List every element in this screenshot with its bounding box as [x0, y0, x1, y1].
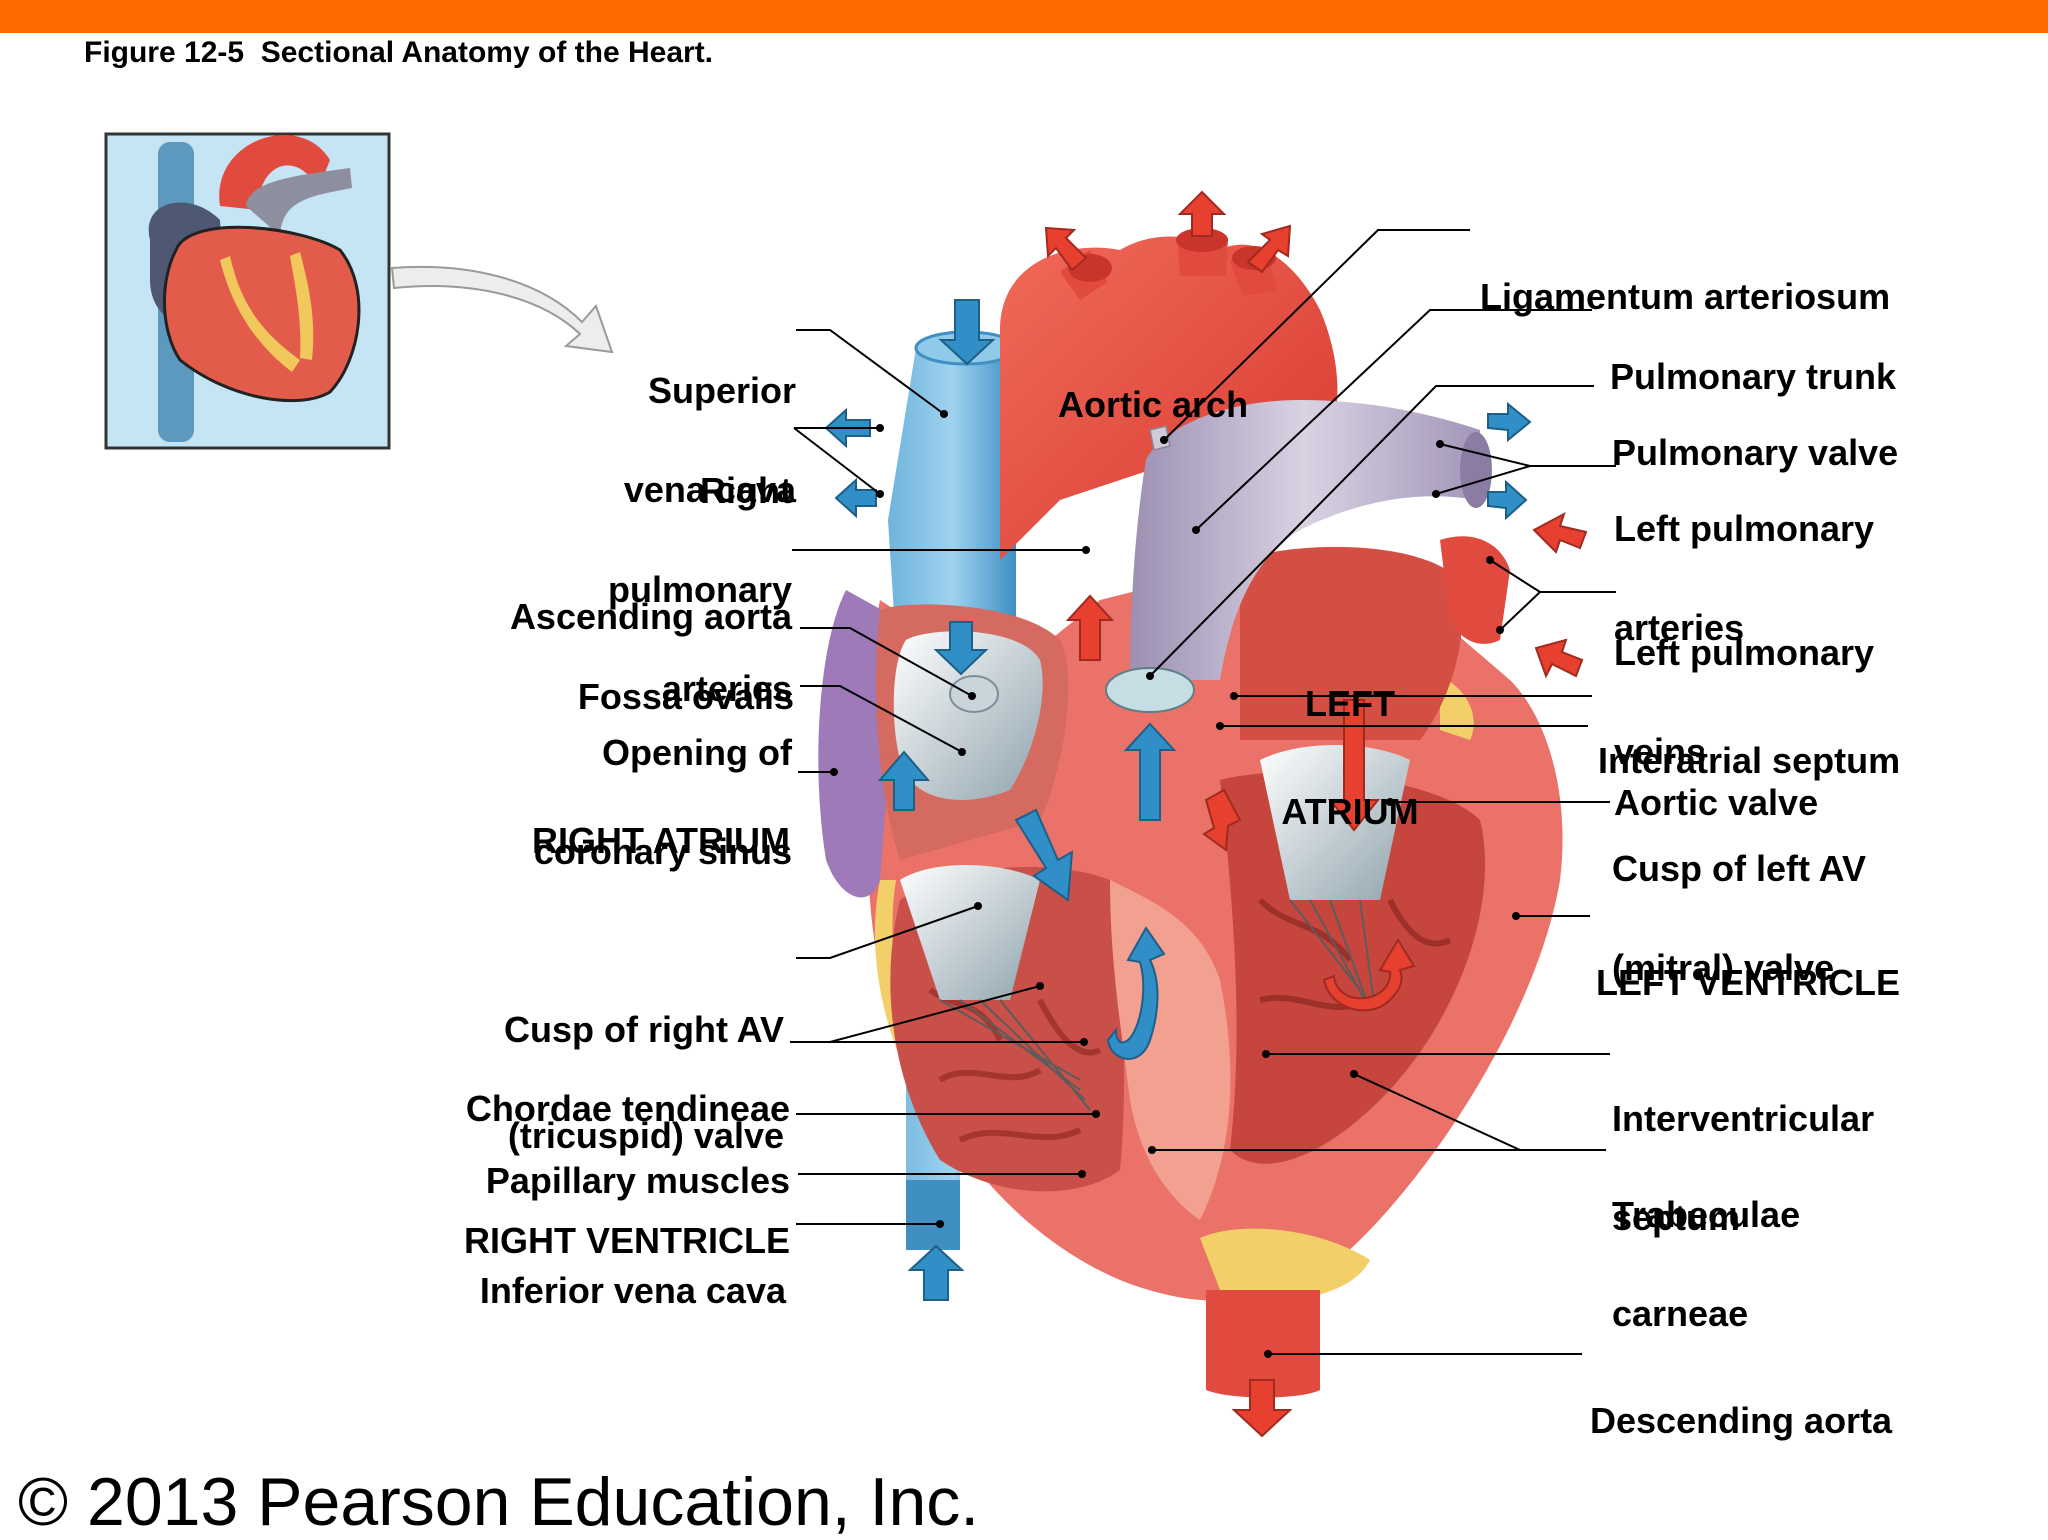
blood-flow-arrows-red: [1044, 190, 1588, 1438]
label-ascending-aorta: Ascending aorta: [509, 596, 792, 637]
aortic-branch-2-top: [1176, 228, 1228, 252]
inset-fat-2: [290, 252, 314, 360]
left-atrium: [1240, 546, 1463, 740]
mitral-valve-shape: [1260, 745, 1410, 900]
fat-apex: [1200, 1228, 1370, 1300]
label-interatrial-septum: Interatrial septum: [1598, 740, 1901, 781]
arrow-lpa-1: [1487, 401, 1532, 443]
pulmonary-valve-shape: [1105, 667, 1195, 713]
label-fossa-ovalis: Fossa ovalis: [577, 676, 794, 717]
label-pulmonary-valve: Pulmonary valve: [1612, 432, 1899, 473]
label-right-ventricle: RIGHT VENTRICLE: [463, 1220, 790, 1261]
heart-section: [818, 190, 1588, 1438]
leader-dots: [830, 410, 1520, 1358]
tricuspid-valve-shape: [900, 865, 1040, 1000]
leader-pulmonary-trunk: [1195, 309, 1592, 531]
inset-aorta: [219, 135, 330, 210]
label-cusp-right-av: Cusp of right AV (tricuspid) valve: [504, 1009, 784, 1156]
pulmonary-trunk: [1130, 400, 1480, 680]
arrow-lv-up: [1065, 594, 1115, 661]
label-right-pulmonary-arteries: Right pulmonary arteries: [607, 470, 792, 709]
aortic-arch: [1000, 236, 1338, 560]
arrow-aortic: [1202, 788, 1242, 852]
label-opening-coronary-sinus: Opening of coronary sinus: [533, 732, 792, 872]
header-bar: [0, 0, 2048, 33]
arrow-arch-1: [1044, 226, 1088, 272]
arrow-ra-up: [877, 750, 931, 811]
label-interventricular-septum: Interventricular septum: [1612, 1098, 1875, 1238]
arrow-svc-in: [938, 299, 996, 366]
arrow-lpa-2: [1487, 479, 1528, 521]
arrow-arch-2: [1177, 190, 1227, 237]
inset-pulmonary: [246, 168, 352, 236]
arrow-desc-aorta: [1231, 1379, 1293, 1438]
label-descending-aorta: Descending aorta: [1590, 1400, 1893, 1441]
leader-left-pulmonary-arteries-2: [1435, 465, 1616, 495]
descending-aorta: [1206, 1290, 1320, 1398]
arrow-lpv-1: [1532, 511, 1588, 554]
leader-coronary-sinus: [800, 685, 963, 753]
label-cusp-left-av: Cusp of left AV (mitral) valve: [1612, 848, 1866, 988]
label-ligamentum-arteriosum: Ligamentum arteriosum: [1480, 276, 1891, 317]
leader-cusp-right-av: [796, 905, 979, 959]
label-left-ventricle: LEFT VENTRICLE: [1596, 962, 1900, 1003]
inset-pointer-arrow: [390, 265, 614, 354]
ligamentum-arteriosum-shape: [1149, 425, 1171, 451]
arrow-rv-curve: [1106, 926, 1166, 1060]
left-pulmonary-veins: [1440, 536, 1510, 644]
arrow-ivc-in: [907, 1244, 965, 1301]
label-aortic-arch: Aortic arch: [1058, 384, 1249, 425]
label-superior-vena-cava: Superior vena cava: [623, 370, 796, 510]
arrow-ra-down: [933, 621, 989, 676]
label-chordae-tendineae: Chordae tendineae: [465, 1088, 790, 1129]
arrow-rv-up: [1123, 722, 1177, 821]
label-aortic-valve: Aortic valve: [1614, 782, 1819, 823]
figure-title: Figure 12-5 Sectional Anatomy of the Hea…: [84, 36, 714, 69]
leader-ligamentum-arteriosum: [1163, 229, 1470, 441]
label-inferior-vena-cava: Inferior vena cava: [479, 1270, 786, 1311]
leader-left-pulmonary-veins-2: [1499, 591, 1616, 631]
arrow-la-down: [1327, 699, 1381, 832]
leader-fossa-ovalis: [800, 627, 973, 697]
label-left-pulmonary-arteries: Left pulmonary arteries: [1614, 508, 1875, 648]
arrow-lpv-2: [1534, 638, 1584, 679]
arrow-lv-curve: [1322, 938, 1416, 1012]
label-trabeculae-carneae: Trabeculae carneae: [1612, 1194, 1801, 1334]
leader-superior-vena-cava: [796, 329, 945, 415]
copyright-notice: © 2013 Pearson Education, Inc.: [18, 1464, 980, 1540]
leader-pulmonary-valve: [1149, 385, 1594, 677]
inset-fat: [220, 256, 300, 372]
ivc-stub: [906, 1180, 960, 1250]
label-left-atrium: LEFT ATRIUM: [1281, 683, 1419, 832]
blood-flow-arrows-blue: [824, 299, 1532, 1301]
inset-overview: [104, 132, 391, 450]
chordae-lines: [939, 899, 1376, 1111]
label-pulmonary-trunk: Pulmonary trunk: [1610, 356, 1897, 397]
label-right-atrium: RIGHT ATRIUM: [532, 820, 790, 861]
leader-lines: [790, 229, 1616, 1355]
leader-right-pulmonary-arteries-2: [793, 427, 881, 495]
fat-upper-right: [1440, 676, 1474, 740]
label-papillary-muscles: Papillary muscles: [485, 1160, 790, 1201]
arrow-rpa-2: [834, 477, 877, 519]
label-left-pulmonary-veins: Left pulmonary veins: [1614, 632, 1875, 772]
arrow-tricuspid: [1014, 808, 1074, 902]
arrow-arch-3: [1246, 224, 1292, 274]
